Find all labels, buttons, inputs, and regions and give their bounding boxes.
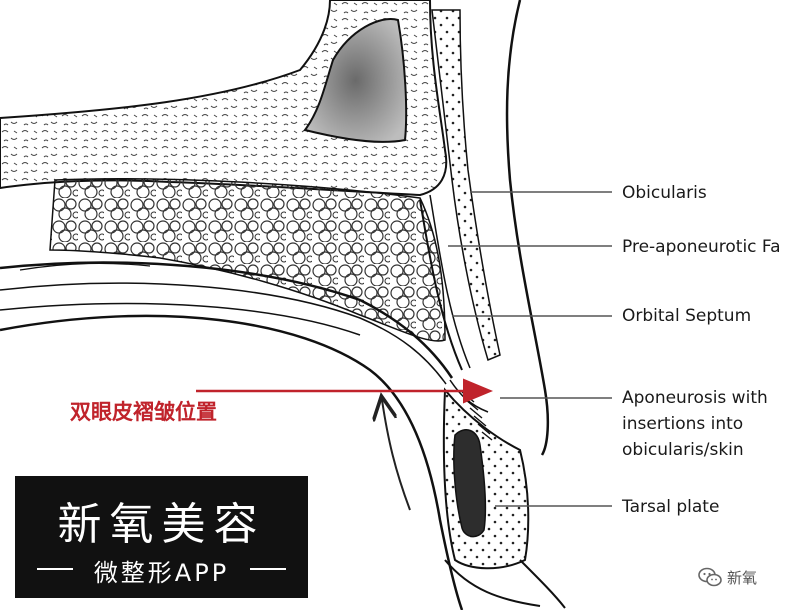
orbicularis-muscle bbox=[431, 9, 501, 362]
label-aponeurosis-line2: insertions into bbox=[622, 414, 744, 434]
tarsal-plate bbox=[453, 429, 487, 538]
watermark-subtitle: 微整形APP bbox=[93, 559, 230, 587]
watermark-divider-right bbox=[250, 568, 286, 570]
wechat-icon bbox=[698, 567, 722, 587]
leader-lines bbox=[448, 191, 612, 507]
pre-aponeurotic-fat bbox=[49, 178, 446, 342]
watermark-divider-left bbox=[37, 568, 73, 570]
curved-arrow bbox=[382, 400, 411, 511]
label-aponeurosis-line1: Aponeurosis with bbox=[622, 388, 768, 408]
label-tarsal-plate: Tarsal plate bbox=[622, 497, 720, 517]
frontal-sinus bbox=[303, 18, 408, 143]
globe-curve bbox=[0, 314, 464, 611]
label-pre-aponeurotic-fat: Pre-aponeurotic Fa bbox=[622, 237, 781, 257]
source-tag: 新氧 bbox=[697, 564, 757, 590]
double-eyelid-fold-label: 双眼皮褶皱位置 bbox=[70, 400, 217, 424]
label-orbital-septum: Orbital Septum bbox=[622, 306, 752, 326]
levator-muscle bbox=[0, 261, 454, 379]
label-aponeurosis-line3: obicularis/skin bbox=[622, 440, 744, 460]
watermark-logo: 新氧美容 微整形APP bbox=[15, 476, 308, 598]
watermark-title: 新氧美容 bbox=[57, 499, 266, 550]
skin-line bbox=[505, 0, 550, 456]
source-text: 新氧 bbox=[727, 568, 758, 587]
label-obicularis: Obicularis bbox=[622, 183, 707, 203]
